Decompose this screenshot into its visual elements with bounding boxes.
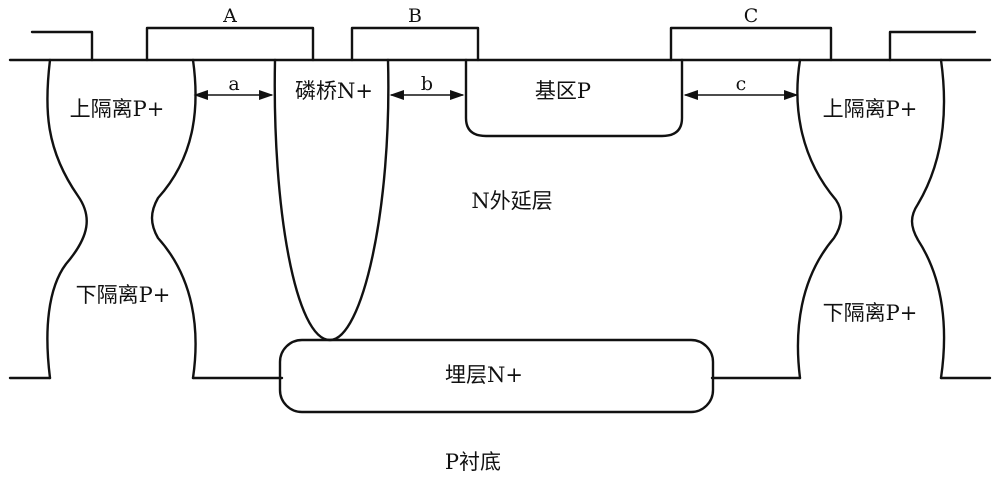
- label-buried-layer: 埋层N+: [445, 363, 523, 387]
- dimension-label-c: c: [736, 73, 747, 95]
- dimension-label-b: b: [421, 73, 433, 95]
- label-p-substrate: P衬底: [445, 450, 501, 474]
- isolation-right-outer-boundary: [910, 58, 946, 380]
- label-n-epitaxial-layer: N外延层: [471, 189, 552, 213]
- dimension-label-a: a: [228, 73, 239, 95]
- isolation-left-outer-boundary: [46, 58, 88, 380]
- buried-layer-region: [278, 338, 715, 414]
- dimension-label-B: B: [408, 5, 422, 27]
- label-phosphorus-bridge: 磷桥N+: [295, 79, 373, 103]
- isolation-left-inner-boundary: [150, 58, 197, 380]
- label-upper-isolation-left: 上隔离P+: [70, 97, 165, 121]
- dimension-label-C: C: [744, 5, 759, 27]
- label-base-region: 基区P: [535, 79, 591, 103]
- label-lower-isolation-left: 下隔离P+: [76, 283, 171, 307]
- bracket-C: [669, 26, 833, 62]
- isolation-right-inner-boundary: [796, 58, 843, 380]
- dimension-label-A: A: [222, 5, 237, 27]
- base-region: [464, 58, 684, 138]
- bracket-B: [350, 26, 480, 62]
- label-lower-isolation-right: 下隔离P+: [823, 301, 918, 325]
- bracket-A: [145, 26, 315, 62]
- surface-step-far-left: [30, 30, 94, 62]
- surface-step-far-right: [888, 30, 977, 62]
- label-upper-isolation-right: 上隔离P+: [823, 97, 918, 121]
